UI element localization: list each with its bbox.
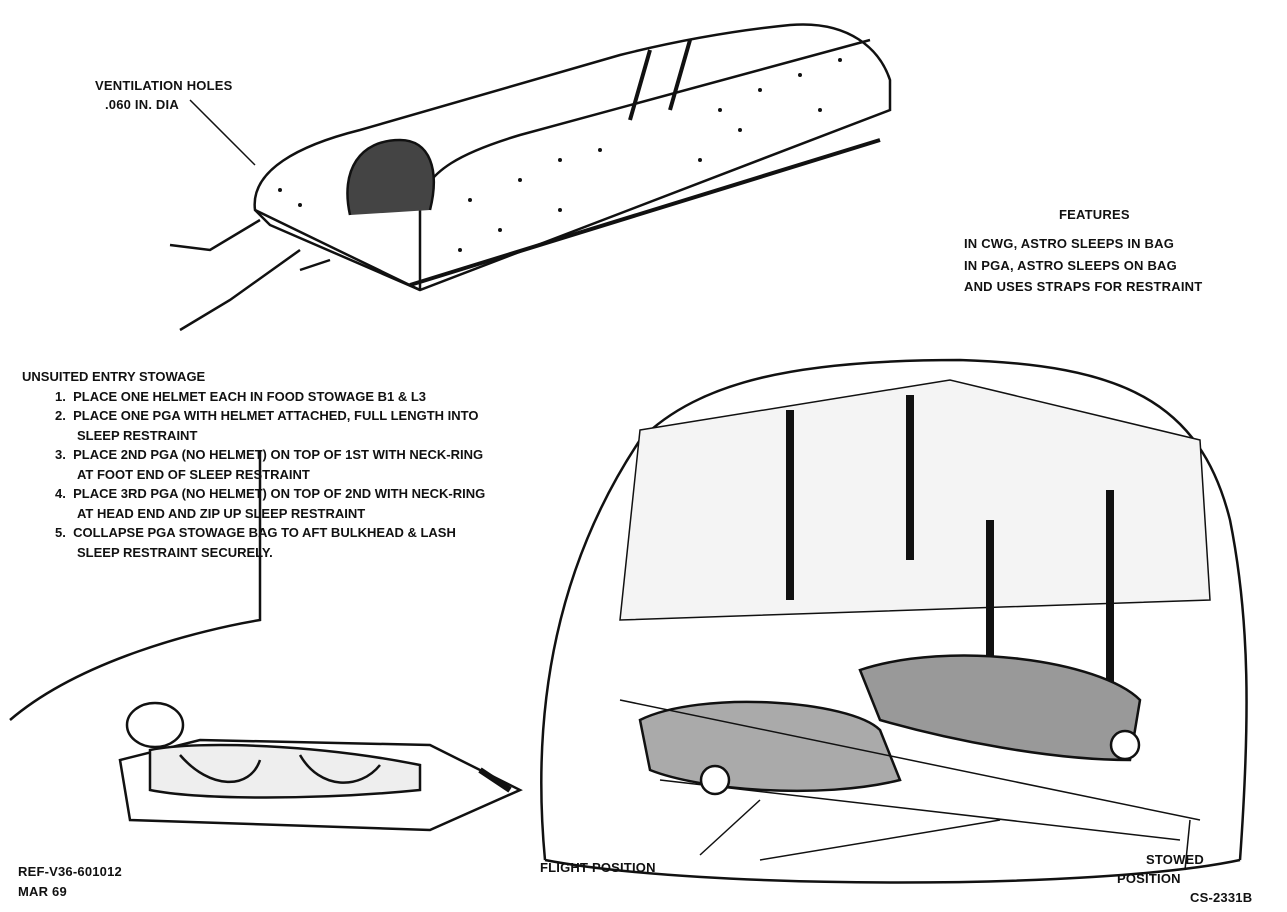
features-line: IN PGA, ASTRO SLEEPS ON BAG xyxy=(964,258,1177,273)
reference-number: REF-V36-601012 xyxy=(18,864,122,879)
step-text: PLACE 2ND PGA (NO HELMET) ON TOP OF 1ST … xyxy=(73,447,484,462)
stowage-title: UNSUITED ENTRY STOWAGE xyxy=(22,369,206,384)
step-text: PLACE 3RD PGA (NO HELMET) ON TOP OF 2ND … xyxy=(73,486,486,501)
sleep-restraint-bag-drawing xyxy=(169,23,892,332)
stowed-pga-couch-drawing xyxy=(9,450,523,832)
step-text-cont: SLEEP RESTRAINT SECURELY. xyxy=(77,544,273,560)
stowed-position-label-cont: POSITION xyxy=(1117,871,1181,886)
step-number: 1. xyxy=(55,388,66,404)
command-module-cutaway-drawing xyxy=(540,358,1248,884)
stowage-step: 2. PLACE ONE PGA WITH HELMET ATTACHED, F… xyxy=(22,406,485,445)
step-number: 2. xyxy=(55,408,66,423)
step-text-cont: AT HEAD END AND ZIP UP SLEEP RESTRAINT xyxy=(77,505,366,521)
features-title: FEATURES xyxy=(1059,207,1130,222)
features-line: IN CWG, ASTRO SLEEPS IN BAG xyxy=(964,236,1175,251)
step-text: PLACE ONE HELMET EACH IN FOOD STOWAGE B1… xyxy=(73,388,427,404)
stowage-step: 3. PLACE 2ND PGA (NO HELMET) ON TOP OF 1… xyxy=(22,445,485,484)
step-number: 5. xyxy=(55,525,66,540)
stowage-step: 4. PLACE 3RD PGA (NO HELMET) ON TOP OF 2… xyxy=(22,484,485,523)
ventilation-holes-size: .060 IN. DIA xyxy=(105,97,179,112)
figure-id: CS-2331B xyxy=(1190,890,1253,905)
step-text-cont: AT FOOT END OF SLEEP RESTRAINT xyxy=(77,466,310,482)
features-line: AND USES STRAPS FOR RESTRAINT xyxy=(964,279,1203,294)
step-text-cont: SLEEP RESTRAINT xyxy=(77,427,198,443)
stowed-position-label: STOWED xyxy=(1146,852,1205,867)
step-number: 3. xyxy=(55,447,66,462)
step-text: COLLAPSE PGA STOWAGE BAG TO AFT BULKHEAD… xyxy=(73,525,456,540)
stowage-step: 1. PLACE ONE HELMET EACH IN FOOD STOWAGE… xyxy=(22,387,485,407)
stowage-instructions: UNSUITED ENTRY STOWAGE 1. PLACE ONE HELM… xyxy=(22,367,485,562)
date: MAR 69 xyxy=(18,884,67,899)
flight-position-label: FLIGHT POSITION xyxy=(540,860,656,875)
stowage-step: 5. COLLAPSE PGA STOWAGE BAG TO AFT BULKH… xyxy=(22,523,485,562)
ventilation-holes-label: VENTILATION HOLES xyxy=(95,78,233,93)
step-text: PLACE ONE PGA WITH HELMET ATTACHED, FULL… xyxy=(73,408,479,423)
step-number: 4. xyxy=(55,486,66,501)
